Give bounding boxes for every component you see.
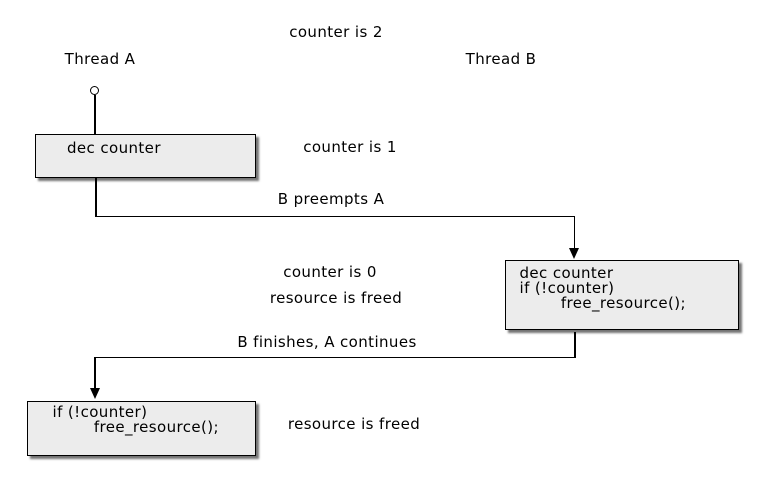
code-line: dec counter [67, 138, 161, 157]
state-resource-freed-mid: resource is freed [269, 289, 403, 307]
edge-preempt-label: B preempts A [277, 190, 385, 208]
node-thread-b-dec-and-free: dec counter if (!counter) free_resource(… [505, 260, 739, 330]
code-line: if (!counter) [52, 402, 148, 421]
state-counter-1: counter is 1 [303, 138, 397, 156]
code-line: dec counter [519, 263, 614, 282]
edge-resume-segment-across [94, 356, 576, 358]
edge-preempt-segment-across [95, 216, 575, 218]
state-resource-freed-bottom: resource is freed [287, 415, 421, 433]
node-thread-a-dec-counter: dec counter [35, 134, 256, 178]
state-counter-0: counter is 0 [283, 263, 377, 281]
code-line: free_resource(); [52, 417, 219, 436]
edge-resume-segment-down-from-b [574, 331, 576, 358]
edge-resume-segment-down-to-a [94, 356, 96, 388]
edge-preempt-arrowhead-icon [568, 248, 579, 259]
thread-b-label: Thread B [465, 50, 537, 68]
edge-resume-label: B finishes, A continues [237, 333, 417, 351]
edge-preempt-segment-down-from-a [95, 177, 97, 217]
thread-a-label: Thread A [64, 50, 136, 68]
thread-a-start-circle-icon [90, 86, 99, 95]
code-line: if (!counter) [519, 278, 615, 297]
edge-resume-arrowhead-icon [89, 387, 100, 399]
node-thread-a-free: if (!counter) free_resource(); [27, 401, 256, 456]
code-line: free_resource(); [519, 293, 686, 312]
state-counter-2: counter is 2 [289, 23, 383, 41]
edge-preempt-segment-down-to-b [573, 216, 575, 249]
thread-a-start-stem [94, 95, 96, 134]
